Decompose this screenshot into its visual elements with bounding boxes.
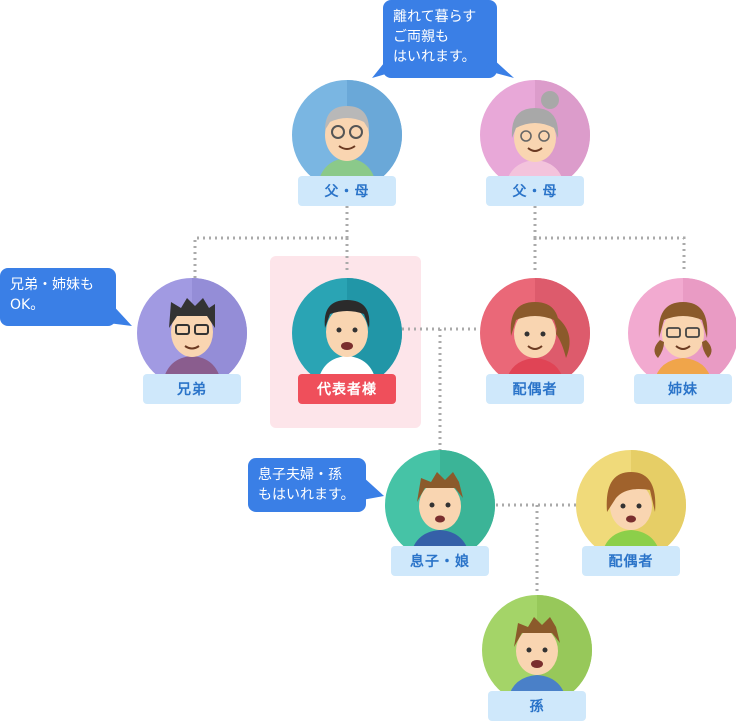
grandchild-avatar bbox=[482, 595, 592, 705]
child-avatar bbox=[385, 450, 495, 560]
child-label: 息子・娘 bbox=[391, 546, 489, 576]
father-label: 父・母 bbox=[298, 176, 396, 206]
bubble-parents: 離れて暮らす ご両親も はいれます。 bbox=[383, 0, 497, 78]
node-child: 息子・娘 bbox=[385, 450, 495, 580]
node-sister: 姉妹 bbox=[628, 278, 736, 408]
grandchild-label: 孫 bbox=[488, 691, 586, 721]
node-brother: 兄弟 bbox=[137, 278, 247, 408]
spouse-avatar bbox=[480, 278, 590, 388]
connector-mother-siblings bbox=[533, 206, 686, 270]
sister-label: 姉妹 bbox=[634, 374, 732, 404]
brother-avatar bbox=[137, 278, 247, 388]
sister-avatar bbox=[628, 278, 736, 388]
child-spouse-avatar bbox=[576, 450, 686, 560]
representative-label: 代表者様 bbox=[298, 374, 396, 404]
node-spouse: 配偶者 bbox=[480, 278, 590, 408]
node-grandchild: 孫 bbox=[482, 595, 592, 725]
node-father: 父・母 bbox=[292, 80, 402, 210]
bubble-siblings: 兄弟・姉妹も OK。 bbox=[0, 268, 116, 326]
mother-label: 父・母 bbox=[486, 176, 584, 206]
spouse-label: 配偶者 bbox=[486, 374, 584, 404]
node-representative: 代表者様 bbox=[292, 278, 402, 408]
brother-label: 兄弟 bbox=[143, 374, 241, 404]
connector-father-siblings bbox=[193, 206, 349, 278]
representative-avatar bbox=[292, 278, 402, 388]
father-avatar bbox=[292, 80, 402, 190]
node-child-spouse: 配偶者 bbox=[576, 450, 686, 580]
mother-avatar bbox=[480, 80, 590, 190]
node-mother: 父・母 bbox=[480, 80, 590, 210]
child-spouse-label: 配偶者 bbox=[582, 546, 680, 576]
bubble-children: 息子夫婦・孫 もはいれます。 bbox=[248, 458, 366, 512]
